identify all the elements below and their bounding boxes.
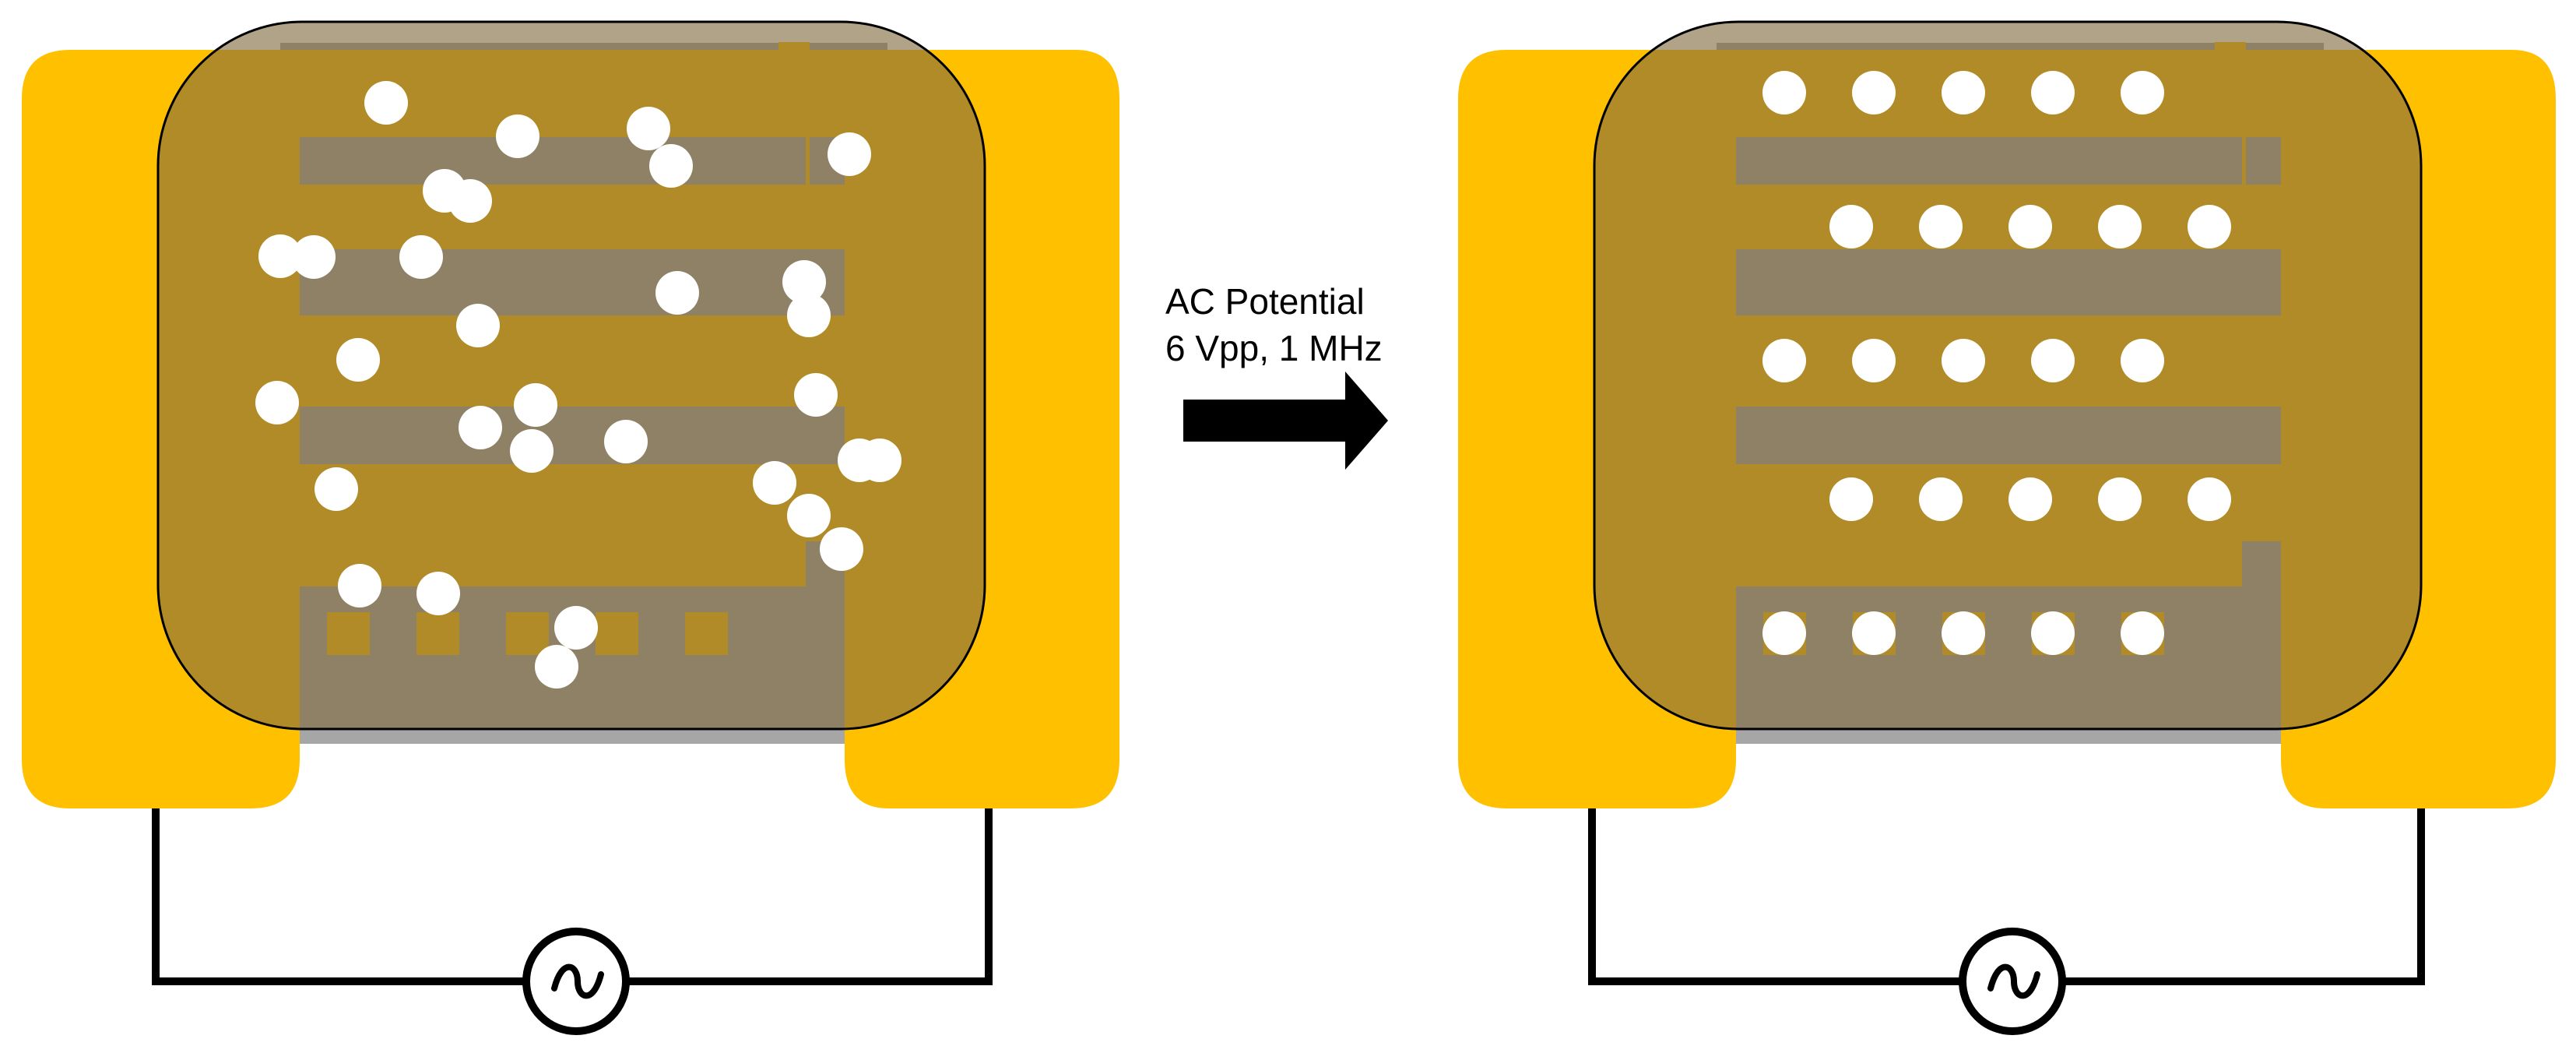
particle	[336, 338, 380, 382]
particle	[1942, 611, 1985, 655]
particle	[604, 420, 648, 463]
annotation-line-1: AC Potential	[1165, 281, 1365, 322]
particle	[1852, 71, 1896, 114]
particle	[787, 494, 831, 537]
particle	[2031, 339, 2075, 382]
particle	[338, 564, 381, 608]
particle	[787, 294, 831, 337]
particles-dispersed	[255, 81, 901, 688]
particle	[399, 235, 443, 279]
particle	[2031, 71, 2075, 114]
particle	[2098, 205, 2142, 248]
particle	[2188, 205, 2231, 248]
particle	[1942, 71, 1985, 114]
particle	[2121, 339, 2164, 382]
particle	[510, 429, 554, 473]
particle	[1919, 477, 1963, 521]
ac-source-icon	[1959, 928, 2066, 1035]
circuit-after	[1588, 808, 2425, 1035]
particle	[782, 260, 826, 304]
particle	[655, 271, 699, 315]
particle	[1762, 339, 1806, 382]
particle	[554, 606, 598, 650]
panel-before	[22, 20, 1119, 1035]
particle	[2098, 477, 2142, 521]
particle	[2008, 205, 2052, 248]
particle	[1919, 205, 1963, 248]
particle	[364, 81, 408, 125]
particle	[858, 438, 901, 482]
particle	[828, 132, 871, 176]
annotation-line-2: 6 Vpp, 1 MHz	[1165, 328, 1383, 368]
particle	[627, 107, 670, 150]
particle	[2121, 611, 2164, 655]
particles-trapped	[1762, 71, 2231, 655]
particle	[1942, 339, 1985, 382]
particle	[1762, 611, 1806, 655]
particle	[456, 304, 500, 347]
ac-potential-annotation: AC Potential 6 Vpp, 1 MHz	[1165, 278, 1446, 372]
panel-after	[1458, 20, 2556, 1035]
circuit-before	[152, 808, 993, 1035]
particle	[315, 467, 358, 511]
particle	[1852, 339, 1896, 382]
particle	[2121, 71, 2164, 114]
particle	[1762, 71, 1806, 114]
particle	[753, 461, 796, 505]
particle	[794, 373, 838, 417]
particle	[2031, 611, 2075, 655]
particle	[255, 381, 299, 424]
particle	[292, 235, 336, 279]
droplet-after	[1593, 20, 2423, 731]
particle	[2188, 477, 2231, 521]
droplet-before	[156, 20, 986, 731]
particle	[1829, 205, 1873, 248]
right-arrow-icon	[1183, 372, 1388, 470]
particle	[820, 527, 863, 571]
particle	[1852, 611, 1896, 655]
particle	[514, 383, 557, 427]
particle	[1829, 477, 1873, 521]
particle	[258, 234, 302, 278]
particle	[649, 144, 693, 188]
particle	[448, 179, 492, 223]
ac-source-icon	[522, 928, 630, 1035]
particle	[416, 572, 460, 615]
process-arrow	[1183, 372, 1388, 470]
particle	[2008, 477, 2052, 521]
particle	[459, 406, 502, 449]
particle	[496, 114, 539, 158]
particle	[535, 645, 578, 688]
